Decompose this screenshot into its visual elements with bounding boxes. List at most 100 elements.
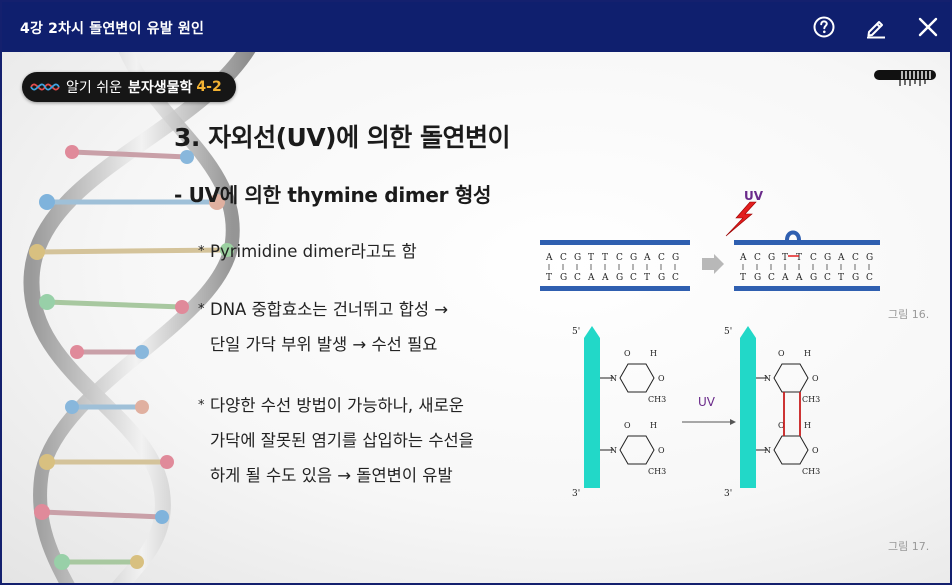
atom-o-5: O	[778, 349, 785, 358]
brand-name: 분자생물학	[127, 80, 193, 96]
atom-n: N	[610, 374, 617, 383]
base-letter: T	[602, 253, 608, 263]
base-letter: A	[601, 273, 609, 283]
base-letter: G	[754, 273, 761, 283]
arrow-right-icon	[730, 419, 736, 425]
base-letter: C	[560, 253, 567, 263]
publisher-logo	[874, 70, 936, 86]
thymine-dimer-structure-figure: 5' 3' 5' 3' N O H O CH	[572, 326, 820, 499]
edit-button[interactable]	[862, 13, 890, 41]
help-button[interactable]	[810, 13, 838, 41]
backbone-left	[584, 326, 600, 488]
base-letter: G	[574, 253, 581, 263]
base-letter: G	[658, 273, 665, 283]
base-letter: A	[587, 273, 595, 283]
base-letter: C	[768, 273, 775, 283]
base-letter: A	[643, 253, 651, 263]
base-letter: G	[616, 273, 623, 283]
base-letter: A	[545, 253, 553, 263]
bullet-line: Pyrimidine dimer라고도 함	[210, 242, 417, 261]
uv-label: UV	[744, 189, 764, 203]
atom-n-3: N	[764, 374, 771, 383]
atom-n-2: N	[610, 446, 617, 455]
base-letter: C	[754, 253, 761, 263]
base-letter: A	[795, 273, 803, 283]
figure-16-caption: 그림 16.	[888, 308, 930, 321]
atom-o-3: O	[624, 421, 631, 430]
base-letter: T	[796, 253, 802, 263]
base-letter: C	[658, 253, 665, 263]
bullet-item: * 다양한 수선 방법이 가능하나, 새로운 가닥에 잘못된 염기를 삽입하는 수…	[198, 388, 474, 493]
atom-o-6: O	[812, 374, 819, 383]
atom-h: H	[650, 349, 657, 358]
base-letter: A	[739, 253, 747, 263]
close-x-icon	[918, 17, 938, 37]
bullet-line: 하게 될 수도 있음 → 돌연변이 유발	[210, 466, 453, 485]
base-letter: G	[672, 253, 679, 263]
atom-n-4: N	[764, 446, 771, 455]
base-letter: C	[824, 273, 831, 283]
base-letter: G	[810, 273, 817, 283]
five-prime-label: 5'	[572, 327, 580, 337]
base-letter: C	[616, 253, 623, 263]
atom-o-7: O	[778, 421, 785, 430]
atom-h-3: H	[804, 349, 811, 358]
atom-o-8: O	[812, 446, 819, 455]
three-prime-label: 3'	[572, 489, 580, 499]
dna-logo-icon	[30, 83, 60, 91]
base-letter: T	[782, 253, 788, 263]
methyl-label: CH3	[648, 395, 666, 404]
base-letter: T	[644, 273, 650, 283]
bullet-line: DNA 중합효소는 건너뛰고 합성 →	[210, 300, 449, 319]
base-letter: C	[630, 273, 637, 283]
base-letter: C	[574, 273, 581, 283]
base-letter: C	[852, 253, 859, 263]
five-prime-label-2: 5'	[724, 327, 732, 337]
three-prime-label-2: 3'	[724, 489, 732, 499]
base-letter: G	[630, 253, 637, 263]
slide-heading: 3. 자외선(UV)에 의한 돌연변이	[174, 123, 511, 152]
base-letter: C	[810, 253, 817, 263]
bullet-line: 단일 가닥 부위 발생 → 수선 필요	[210, 335, 438, 354]
dimer-bonds	[783, 392, 801, 436]
bullet-item: * Pyrimidine dimer라고도 함	[198, 234, 417, 269]
close-button[interactable]	[914, 13, 942, 41]
arrow-right-icon	[702, 254, 724, 274]
base-letter: A	[781, 273, 789, 283]
atom-h-2: H	[650, 421, 657, 430]
pencil-icon	[867, 21, 885, 39]
methyl-label-4: CH3	[802, 467, 820, 476]
slide-subheading: - UV에 의한 thymine dimer 형성	[174, 183, 492, 207]
window-title: 4강 2차시 돌연변이 유발 원인	[20, 21, 205, 37]
base-letter: G	[560, 273, 567, 283]
base-letter: T	[546, 273, 552, 283]
bullet-mark: *	[198, 302, 205, 317]
bullet-mark: *	[198, 398, 205, 413]
lightning-bolt-icon	[725, 201, 757, 237]
bullet-item: * DNA 중합효소는 건너뛰고 합성 → 단일 가닥 부위 발생 → 수선 필요	[198, 292, 448, 362]
base-letter: T	[740, 273, 746, 283]
uv-label-2: UV	[698, 395, 716, 409]
dna-helix-illustration	[23, 52, 256, 583]
bullet-line: 가닥에 잘못된 염기를 삽입하는 수선을	[210, 431, 474, 450]
base-letter: G	[852, 273, 859, 283]
atom-o-4: O	[658, 446, 665, 455]
bullet-mark: *	[198, 244, 205, 259]
atom-h-4: H	[804, 421, 811, 430]
base-letter: T	[588, 253, 594, 263]
base-letter: C	[866, 273, 873, 283]
brand-prefix: 알기 쉬운	[66, 80, 122, 96]
base-letter: G	[768, 253, 775, 263]
base-letter: T	[838, 273, 844, 283]
methyl-label-2: CH3	[648, 467, 666, 476]
bullet-line: 다양한 수선 방법이 가능하나, 새로운	[210, 396, 464, 415]
atom-o-2: O	[658, 374, 665, 383]
question-circle-icon	[813, 16, 835, 38]
backbone-right	[740, 326, 756, 488]
base-letter: G	[824, 253, 831, 263]
base-letter: G	[866, 253, 873, 263]
